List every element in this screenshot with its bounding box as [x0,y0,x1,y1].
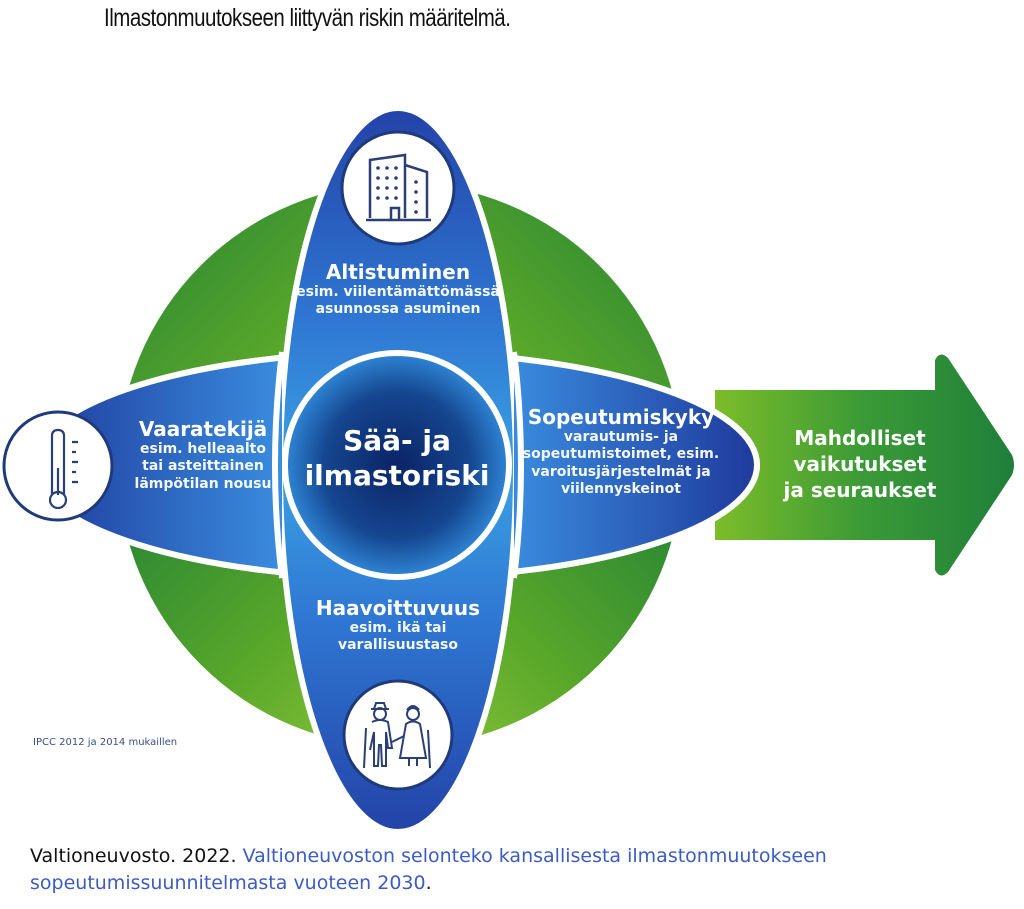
outcome-arrow [715,354,1014,576]
adaptive-capacity-line4: viilennyskeinot [561,480,681,497]
hazard-line2: tai asteittainen [142,458,264,475]
building-icon [340,130,456,246]
page-title: Ilmastonmuutokseen liittyvän riskin määr… [104,4,511,32]
citation-author-year: Valtioneuvosto. 2022. [30,845,237,867]
vulnerability-label: Haavoittuvuus esim. ikä tai varallisuust… [300,596,496,655]
center-label-line2: ilmastoriski [304,459,490,492]
outcome-line3: ja seuraukset [783,478,937,502]
exposure-line1: esim. viilentämättömässä [296,284,500,301]
citation: Valtioneuvosto. 2022. Valtioneuvoston se… [30,843,1010,897]
hazard-line1: esim. helleaalto [140,441,266,458]
center-label: Sää- ja ilmastoriski [297,423,497,493]
adaptive-capacity-line1: varautumis- ja [563,429,679,446]
adaptive-capacity-heading: Sopeutumiskyky [527,405,715,429]
hazard-label: Vaaratekijä esim. helleaalto tai asteitt… [118,417,288,493]
exposure-label: Altistuminen esim. viilentämättömässä as… [290,260,506,319]
citation-link[interactable]: Valtioneuvoston selonteko kansallisesta … [30,845,827,894]
outcome-line2: vaikutukset [793,452,927,476]
center-label-line1: Sää- ja [343,424,451,457]
exposure-line2: asunnossa asuminen [315,301,481,318]
hazard-line3: lämpötilan nousu [134,475,272,492]
vulnerability-line2: varallisuustaso [337,637,458,654]
vulnerability-line1: esim. ikä tai [349,620,447,637]
source-credit: IPCC 2012 ja 2014 mukaillen [33,737,178,748]
hazard-heading: Vaaratekijä [138,417,268,441]
citation-trailing: . [425,871,432,894]
adaptive-capacity-label: Sopeutumiskyky varautumis- ja sopeutumis… [516,405,726,498]
exposure-heading: Altistuminen [325,260,471,284]
adaptive-capacity-line3: varoitusjärjestelmät ja [531,463,711,480]
vulnerability-heading: Haavoittuvuus [315,596,481,620]
adaptive-capacity-line2: sopeutumistoimet, esim. [522,446,720,463]
center-circle [282,350,512,580]
outcome-line1: Mahdolliset [794,426,926,450]
elderly-couple-icon [342,679,454,791]
thermometer-icon [2,410,114,522]
outcome-label: Mahdolliset vaikutukset ja seuraukset [770,425,950,503]
